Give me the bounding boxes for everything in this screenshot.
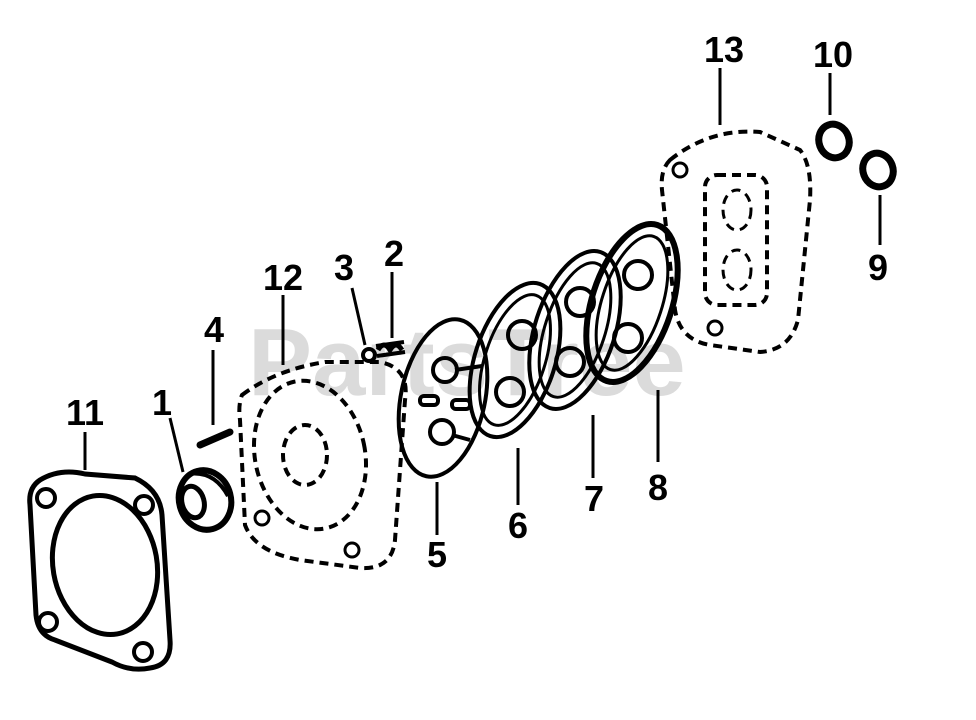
callout-1: 1 (152, 382, 172, 423)
callout-12: 12 (263, 257, 303, 298)
callout-6: 6 (508, 505, 528, 546)
callout-7: 7 (584, 478, 604, 519)
part-4-pin (196, 428, 234, 449)
part-13-housing (659, 129, 813, 355)
callout-2: 2 (384, 233, 404, 274)
part-1-seal (175, 467, 235, 533)
callout-13: 13 (704, 29, 744, 70)
part-11-gasket (27, 469, 173, 672)
part-5-plate (396, 317, 490, 479)
part-6-rotor-ring (467, 280, 563, 440)
part-7-rotor-ring (527, 249, 623, 411)
part-3-ball (361, 347, 377, 363)
part-12-cover (237, 360, 408, 571)
callout-3: 3 (334, 247, 354, 288)
part-10-oring (815, 120, 853, 162)
part-2-spring (375, 340, 406, 358)
callout-4: 4 (204, 309, 224, 350)
leader-lines (83, 68, 882, 535)
callout-9: 9 (868, 247, 888, 288)
part-8-rotor-ring (583, 221, 681, 385)
part-9-oring (859, 149, 897, 191)
callout-11: 11 (66, 392, 104, 433)
callout-5: 5 (427, 534, 447, 575)
callout-8: 8 (648, 467, 668, 508)
callout-10: 10 (813, 34, 853, 75)
